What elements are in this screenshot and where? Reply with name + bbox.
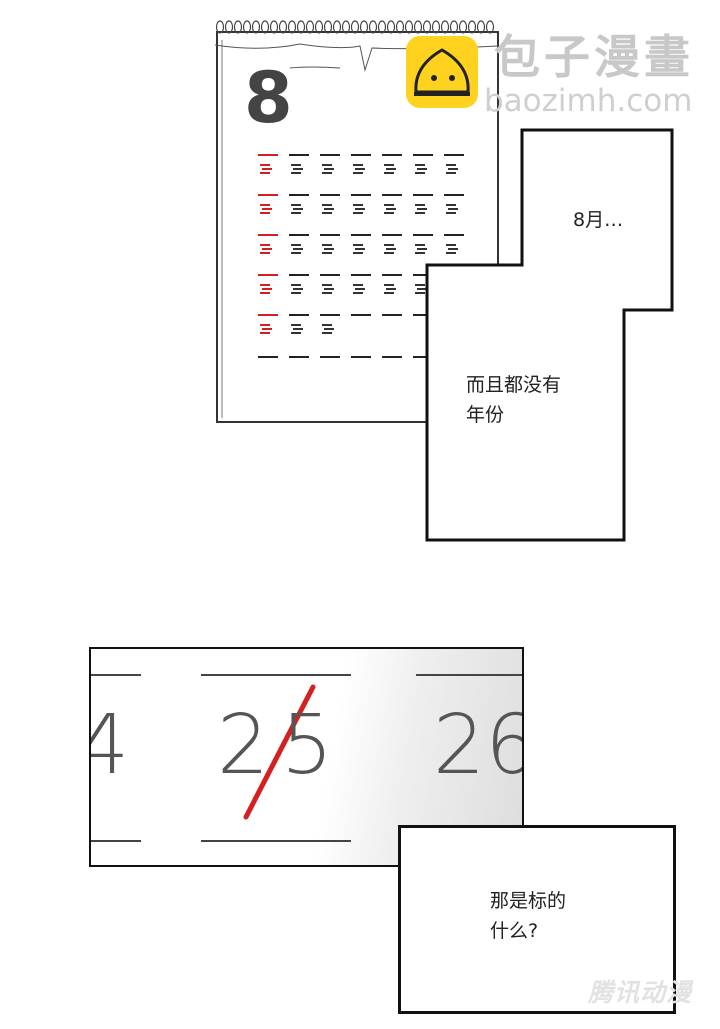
bubble-line: 什么? [490, 920, 539, 942]
speech-box-question [398, 825, 676, 1014]
spiral-ring [422, 20, 432, 34]
spiral-ring [314, 20, 324, 34]
calendar-day-scribble [384, 284, 396, 294]
bubble-line: 那是标的 [490, 890, 567, 912]
calendar-day-scribble [291, 164, 303, 174]
calendar-day-scribble [260, 244, 272, 254]
calendar-day-scribble [353, 244, 365, 254]
calendar-day-scribble [353, 164, 365, 174]
calendar-day-scribble [322, 204, 334, 214]
watermark-url: baozimh.com [484, 83, 693, 119]
date-25-digit-2: 2 [217, 698, 270, 793]
calendar-day-scribble [260, 164, 272, 174]
calendar-day-scribble [322, 324, 334, 334]
calendar-day-scribble [322, 164, 334, 174]
closeup-panel: 4 2 5 26 [89, 647, 524, 867]
calendar-day-scribble [384, 164, 396, 174]
spiral-ring [296, 20, 306, 34]
spiral-ring [476, 20, 486, 34]
bubble-line: 而且都没有 [466, 374, 562, 396]
calendar-day-scribble [260, 284, 272, 294]
spiral-ring [215, 20, 225, 34]
spiral-ring [287, 20, 297, 34]
watermark-cn: 包子漫畫 [494, 30, 694, 84]
red-slash-mark [243, 684, 316, 820]
spiral-ring [449, 20, 459, 34]
spiral-ring [305, 20, 315, 34]
spiral-ring [278, 20, 288, 34]
spiral-ring [413, 20, 423, 34]
spiral-ring [431, 20, 441, 34]
bubble-text-question: 那是标的 什么? [490, 886, 566, 946]
calendar-month-number: 8 [244, 57, 293, 139]
calendar-day-scribble [353, 284, 365, 294]
calendar-day-scribble [446, 244, 458, 254]
calendar-day-scribble [384, 244, 396, 254]
spiral-ring [404, 20, 414, 34]
calendar-day-scribble [291, 204, 303, 214]
spiral-ring [440, 20, 450, 34]
bubble-text-august: 8月… [573, 209, 624, 231]
spiral-ring [332, 20, 342, 34]
spiral-ring [359, 20, 369, 34]
calendar-day-scribble [415, 244, 427, 254]
calendar-day-scribble [446, 164, 458, 174]
spiral-ring [395, 20, 405, 34]
bubble-line: 年份 [466, 404, 505, 426]
spiral-ring [341, 20, 351, 34]
date-24-partial: 4 [91, 701, 129, 791]
spiral-ring [233, 20, 243, 34]
spiral-ring [458, 20, 468, 34]
spiral-ring [377, 20, 387, 34]
spiral-ring [251, 20, 261, 34]
spiral-ring [323, 20, 333, 34]
calendar-day-scribble [415, 284, 427, 294]
spiral-ring [386, 20, 396, 34]
calendar-day-scribble [353, 204, 365, 214]
calendar-day-scribble [322, 244, 334, 254]
date-25-digit-5: 5 [281, 698, 334, 793]
spiral-ring [467, 20, 477, 34]
speech-box-outline [425, 128, 674, 542]
spiral-ring [224, 20, 234, 34]
baozi-logo-icon [406, 36, 478, 108]
calendar-day-scribble [322, 284, 334, 294]
calendar-day-scribble [260, 204, 272, 214]
calendar-day-scribble [415, 164, 427, 174]
spiral-ring [242, 20, 252, 34]
calendar-day-scribble [384, 204, 396, 214]
calendar-day-scribble [291, 284, 303, 294]
publisher-logo: 腾讯动漫 [588, 978, 693, 1007]
calendar-day-scribble [291, 244, 303, 254]
date-26: 26 [433, 698, 522, 793]
spiral-ring [260, 20, 270, 34]
spiral-ring [485, 20, 495, 34]
calendar-day-scribble [446, 204, 458, 214]
bubble-text-no-year: 而且都没有 年份 [466, 370, 561, 430]
calendar-day-scribble [415, 204, 427, 214]
calendar-day-scribble [260, 324, 272, 334]
spiral-ring [269, 20, 279, 34]
spiral-ring [368, 20, 378, 34]
calendar-day-scribble [291, 324, 303, 334]
spiral-ring [350, 20, 360, 34]
